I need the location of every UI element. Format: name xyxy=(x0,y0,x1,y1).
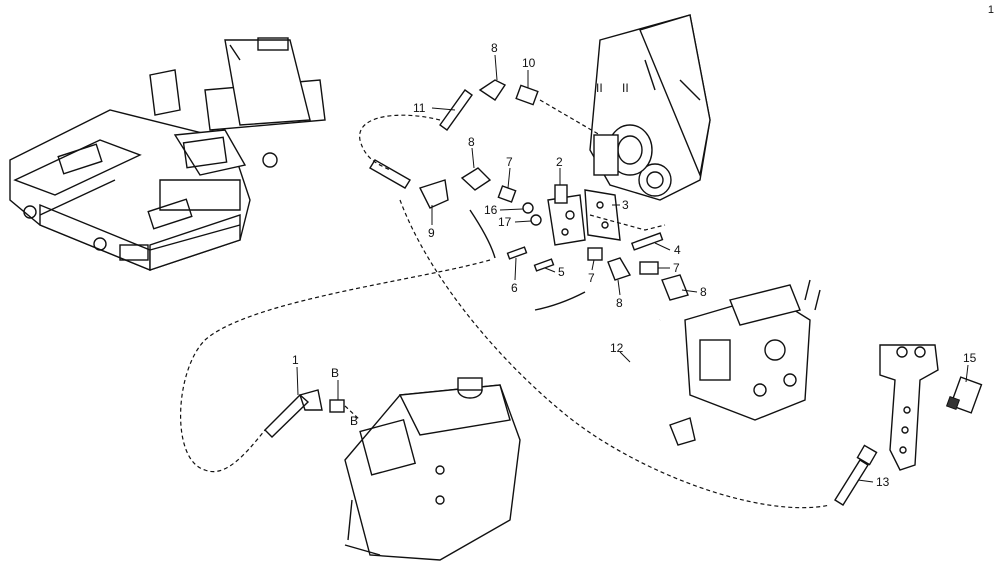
callout-5: 5 xyxy=(558,265,565,279)
callout-3: 3 xyxy=(622,198,629,212)
hose-end-13 xyxy=(834,444,878,506)
steering-housing: II II xyxy=(589,14,711,201)
hydraulic-tank: B xyxy=(344,377,521,561)
callout-7: 7 xyxy=(673,261,680,275)
callout-17: B xyxy=(331,366,339,380)
dashed-line-upper-left xyxy=(359,114,441,171)
front-frame-assembly xyxy=(9,37,326,272)
callout-6: 6 xyxy=(511,281,518,295)
callout-13: 13 xyxy=(876,475,890,489)
marker-b: B xyxy=(350,414,358,428)
hose-1 xyxy=(264,389,345,438)
leader-lines xyxy=(296,54,969,483)
callout-8: 8 xyxy=(491,41,498,55)
callout-1: 1 xyxy=(292,353,299,367)
valve-block xyxy=(547,184,586,246)
callout-8: 8 xyxy=(616,296,623,310)
callout-7: 7 xyxy=(588,271,595,285)
sensor-14 xyxy=(945,376,983,414)
callout-labels: 8 10 11 8 7 2 3 16 17 9 4 5 6 7 7 8 8 12… xyxy=(292,41,977,489)
dashed-line-left-loop xyxy=(180,259,491,473)
control-valve xyxy=(684,279,821,421)
callout-11: 11 xyxy=(413,101,426,115)
bracket-plate xyxy=(584,189,621,241)
callout-8: 8 xyxy=(468,135,475,149)
page-number: 1 xyxy=(987,4,994,16)
callout-8: 8 xyxy=(700,285,707,299)
callout-10: 10 xyxy=(522,56,536,70)
callout-16: 17 xyxy=(498,215,512,229)
callout-7: 7 xyxy=(506,155,513,169)
hose-12 xyxy=(602,319,696,446)
marker-ii-right: II xyxy=(622,81,629,95)
dashed-line-to-housing xyxy=(539,99,601,136)
callout-14: 15 xyxy=(963,351,977,365)
dashed-line-long-lower xyxy=(399,199,831,509)
dashed-line-to-valve-right xyxy=(589,214,666,231)
pedal-bracket xyxy=(879,344,939,471)
fittings-cluster xyxy=(369,79,689,311)
callout-4: 4 xyxy=(674,243,681,257)
dashed-line-fitting-17 xyxy=(344,405,361,421)
callout-9: 9 xyxy=(428,226,435,240)
callout-12: 12 xyxy=(610,341,624,355)
marker-ii-left: II xyxy=(596,81,603,95)
callout-2: 2 xyxy=(556,155,563,169)
callout-15: 16 xyxy=(484,203,498,217)
